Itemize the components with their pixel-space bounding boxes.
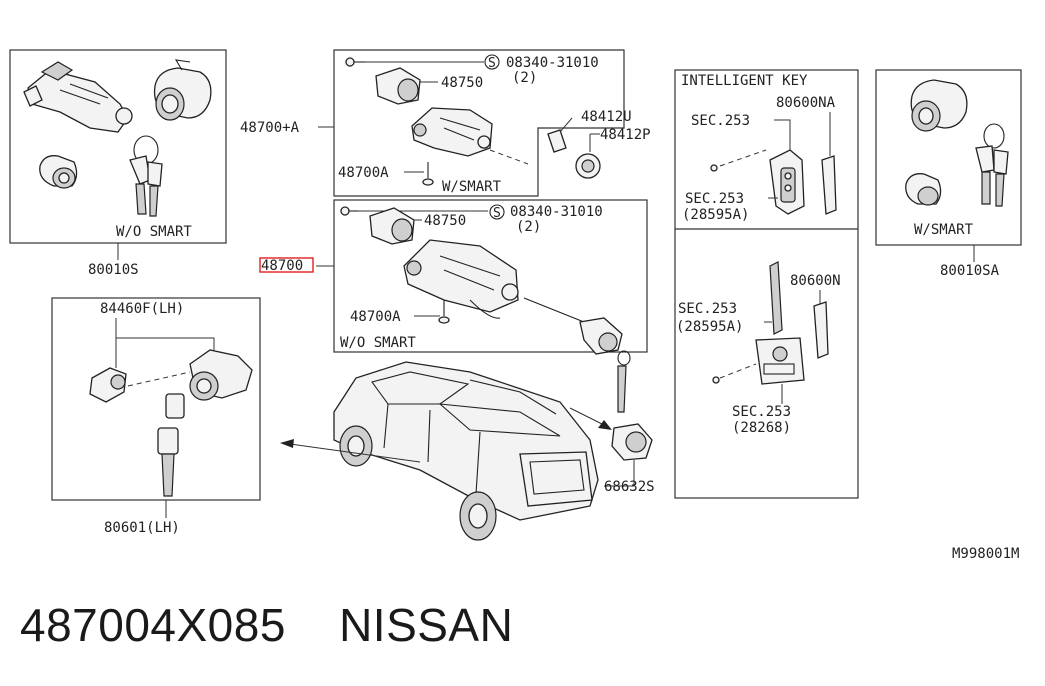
screw-b-illustration bbox=[340, 206, 358, 216]
glove-cylinder-illustration bbox=[39, 155, 78, 189]
steering-lock-b-illustration bbox=[403, 239, 519, 319]
keys-c-illustration bbox=[975, 123, 1009, 207]
part-48412p-label: 48412P bbox=[600, 127, 651, 143]
emergency-key-illustration bbox=[821, 155, 837, 215]
s-mark-text: S bbox=[488, 56, 496, 71]
sec253-c-label: SEC.253 bbox=[678, 301, 737, 317]
part-48750-a-label: 48750 bbox=[441, 75, 483, 91]
door-lock-cylinder-illustration bbox=[189, 349, 253, 401]
part-80600n-label: 80600N bbox=[790, 273, 841, 289]
door-cylinder-illustration bbox=[153, 59, 212, 121]
box-intelligent-key: INTELLIGENT KEY 80600NA SEC.253 SEC.253 … bbox=[674, 69, 859, 499]
part-48750-b-label: 48750 bbox=[424, 213, 466, 229]
sec253-b-label: SEC.253 bbox=[685, 191, 744, 207]
box2-note-label: W/SMART bbox=[442, 179, 502, 195]
caption-part-number: 487004X085 bbox=[20, 599, 286, 651]
box-48700-frame bbox=[333, 199, 648, 353]
screw-a-label: 08340-31010 bbox=[506, 55, 599, 71]
screw-illustration bbox=[345, 57, 365, 67]
standard-part-mark-b bbox=[489, 204, 505, 220]
bolt-illustration bbox=[422, 162, 434, 186]
door-lock-arrow bbox=[280, 439, 294, 448]
vehicle-illustration bbox=[333, 361, 599, 541]
ignition-switch-illustration bbox=[375, 67, 421, 105]
part-80010s-label: 80010S bbox=[88, 262, 139, 278]
ignition-switch-b-illustration bbox=[369, 207, 415, 245]
part-48412u-label: 48412U bbox=[581, 109, 632, 125]
key-lh-illustration bbox=[157, 393, 185, 497]
intelligent-key-title: INTELLIGENT KEY bbox=[681, 73, 808, 89]
keys-b-illustration bbox=[617, 350, 631, 413]
box-80010sa-frame bbox=[875, 69, 1022, 246]
part-80010sa-label: 80010SA bbox=[940, 263, 1000, 279]
sec253-c-ref-label: (28595A) bbox=[676, 319, 743, 335]
door-cylinder-b-illustration bbox=[579, 317, 623, 355]
part-48700a-a-label: 48700A bbox=[338, 165, 389, 181]
reference-code: M998001M bbox=[952, 546, 1019, 562]
smart-key-fob-illustration bbox=[769, 149, 805, 215]
s-mark-b-text: S bbox=[493, 206, 501, 221]
part-48700a-b-label: 48700A bbox=[350, 309, 401, 325]
sec253-d-ref-label: (28268) bbox=[732, 420, 791, 436]
part-80600na-label: 80600NA bbox=[776, 95, 836, 111]
sec253-b-ref-label: (28595A) bbox=[682, 207, 749, 223]
highlighted-part-frame bbox=[259, 257, 314, 273]
box-intelligent-key-frame bbox=[674, 69, 859, 499]
actuator-rod bbox=[523, 297, 585, 323]
box-door-lock-lh: 84460F(LH) 80601(LH) bbox=[51, 297, 261, 536]
part-48700-label: 48700 bbox=[261, 258, 303, 274]
rear-lock-cylinder-illustration bbox=[611, 423, 653, 461]
ignition-cylinder-illustration bbox=[23, 61, 133, 133]
sec253-d-label: SEC.253 bbox=[732, 404, 791, 420]
standard-part-mark bbox=[484, 54, 500, 70]
door-lock-leader bbox=[289, 443, 421, 463]
screw-b-label: 08340-31010 bbox=[510, 204, 603, 220]
box-80010s: W/O SMART 80010S bbox=[9, 49, 227, 278]
connector-illustration bbox=[547, 129, 567, 153]
box-48700: 48700 S 08340-31010 (2) 48750 bbox=[259, 199, 648, 413]
key-blade-illustration bbox=[813, 301, 829, 359]
lock-lever-illustration bbox=[89, 367, 127, 403]
box-48700-plus-a-frame bbox=[333, 49, 625, 197]
bolt-b-illustration bbox=[438, 300, 450, 324]
part-80601-lh-label: 80601(LH) bbox=[104, 520, 180, 536]
screw-a-qty-label: (2) bbox=[512, 70, 537, 86]
sec253-a-label: SEC.253 bbox=[691, 113, 750, 129]
box-48700-plus-a: 48700+A S 08340-31010 (2) 48750 bbox=[240, 49, 651, 197]
door-cylinder-c-illustration bbox=[910, 79, 968, 132]
rear-lock-leader bbox=[569, 407, 607, 427]
antenna-ring-illustration bbox=[575, 153, 601, 179]
key-fob-case-illustration bbox=[755, 337, 805, 385]
box-smart-note-label: W/SMART bbox=[914, 222, 974, 238]
rear-lock-arrow bbox=[598, 420, 612, 430]
box3-note-label: W/O SMART bbox=[340, 335, 416, 351]
part-84460f-lh-label: 84460F(LH) bbox=[100, 301, 184, 317]
screw-c-illustration bbox=[710, 164, 718, 172]
box1-note-label: W/O SMART bbox=[116, 224, 192, 240]
box-80010sa: W/SMART 80010SA bbox=[875, 69, 1022, 279]
part-68632s-label: 68632S bbox=[604, 479, 655, 495]
screw-b-qty-label: (2) bbox=[516, 219, 541, 235]
screw-d-illustration bbox=[712, 376, 720, 384]
keys-illustration bbox=[129, 135, 163, 217]
part-48700-plus-a-label: 48700+A bbox=[240, 120, 300, 136]
box-door-lock-lh-frame bbox=[51, 297, 261, 501]
caption: 487004X085 NISSAN bbox=[20, 598, 513, 652]
caption-brand: NISSAN bbox=[339, 599, 514, 651]
mechanical-key-illustration bbox=[769, 261, 783, 335]
glove-cylinder-c-illustration bbox=[905, 173, 942, 206]
steering-lock-illustration bbox=[411, 107, 493, 157]
